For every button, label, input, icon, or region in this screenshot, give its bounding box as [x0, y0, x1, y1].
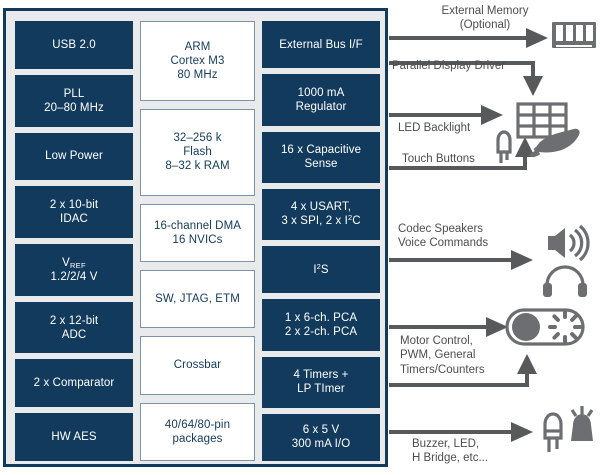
- block-dma[interactable]: 16-channel DMA 16 NVICs: [140, 204, 255, 262]
- block-usb[interactable]: USB 2.0: [15, 21, 133, 69]
- block-label: PLL 20–80 MHz: [44, 87, 104, 114]
- right-peripheral-column: External Bus I/F 1000 mA Regulator 16 x …: [262, 21, 380, 462]
- block-debug[interactable]: SW, JTAG, ETM: [140, 269, 255, 328]
- signal-label-external-memory: External Memory (Optional): [441, 5, 529, 32]
- block-adc[interactable]: 2 x 12-bit ADC: [15, 301, 133, 354]
- signal-label-motor-control: Motor Control, PWM, General Timers/Count…: [400, 335, 485, 376]
- block-label: 4 Timers + LP TImer: [293, 369, 349, 396]
- block-regulator[interactable]: 1000 mA Regulator: [262, 74, 380, 126]
- signal-label-buzzer-led: Buzzer, LED, H Bridge, etc...: [412, 438, 489, 465]
- block-arm-core[interactable]: ARM Cortex M3 80 MHz: [140, 21, 255, 101]
- block-label: 2 x 10-bit IDAC: [49, 199, 99, 226]
- block-label: External Bus I/F: [279, 38, 363, 51]
- headphones-icon: [543, 265, 587, 297]
- block-label: I2S: [313, 261, 329, 276]
- block-idac[interactable]: 2 x 10-bit IDAC: [15, 186, 133, 238]
- block-label: ARM Cortex M3 80 MHz: [170, 40, 225, 81]
- core-column: ARM Cortex M3 80 MHz 32–256 k Flash 8–32…: [140, 21, 255, 462]
- block-hw-aes[interactable]: HW AES: [15, 413, 133, 461]
- display-panel-icon: [516, 102, 568, 139]
- block-label: 40/64/80-pin packages: [164, 419, 231, 446]
- block-label: 16 x Capacitive Sense: [280, 144, 362, 171]
- block-label: Low Power: [45, 150, 103, 163]
- block-label: 2 x 12-bit ADC: [49, 314, 99, 341]
- block-memory[interactable]: 32–256 k Flash 8–32 k RAM: [140, 108, 255, 197]
- buzzer-icon: [570, 406, 594, 441]
- block-label: SW, JTAG, ETM: [155, 292, 240, 305]
- block-label: 16-channel DMA 16 NVICs: [153, 220, 242, 247]
- block-pll[interactable]: PLL 20–80 MHz: [15, 74, 133, 127]
- block-i2s[interactable]: I2S: [262, 245, 380, 294]
- chip-container: USB 2.0 PLL 20–80 MHz Low Power 2 x 10-b…: [3, 8, 388, 467]
- block-capacitive-sense[interactable]: 16 x Capacitive Sense: [262, 131, 380, 183]
- hand-touch-icon: [529, 128, 580, 157]
- block-low-power[interactable]: Low Power: [15, 132, 133, 181]
- block-timers[interactable]: 4 Timers + LP TImer: [262, 356, 380, 408]
- block-packages[interactable]: 40/64/80-pin packages: [140, 403, 255, 462]
- signal-label-parallel-display: Parallel Display Driver: [392, 60, 506, 72]
- left-peripheral-column: USB 2.0 PLL 20–80 MHz Low Power 2 x 10-b…: [15, 21, 133, 461]
- block-label: 6 x 5 V 300 mA I/O: [291, 424, 351, 451]
- block-io[interactable]: 6 x 5 V 300 mA I/O: [262, 413, 380, 462]
- block-label: 1 x 6-ch. PCA 2 x 2-ch. PCA: [284, 311, 358, 338]
- signal-label-led-backlight: LED Backlight: [398, 122, 471, 134]
- block-label: USB 2.0: [52, 38, 96, 51]
- signal-label-codec-speakers: Codec Speakers Voice Commands: [398, 223, 489, 250]
- block-crossbar[interactable]: Crossbar: [140, 335, 255, 396]
- block-external-bus[interactable]: External Bus I/F: [262, 21, 380, 69]
- block-label: 4 x USART,3 x SPI, 2 x I2C: [281, 201, 361, 228]
- signal-label-touch-buttons: Touch Buttons: [402, 153, 475, 165]
- block-serial[interactable]: 4 x USART,3 x SPI, 2 x I2C: [262, 188, 380, 240]
- block-label: 2 x Comparator: [33, 377, 115, 390]
- block-label: 32–256 k Flash 8–32 k RAM: [165, 132, 230, 173]
- block-label: 1000 mA Regulator: [295, 86, 347, 113]
- block-comparator[interactable]: 2 x Comparator: [15, 359, 133, 408]
- speaker-icon: [548, 224, 590, 262]
- wire-codec-speakers: [389, 250, 533, 270]
- block-label: HW AES: [51, 431, 97, 444]
- block-pca[interactable]: 1 x 6-ch. PCA 2 x 2-ch. PCA: [262, 299, 380, 351]
- block-label: Crossbar: [173, 359, 222, 372]
